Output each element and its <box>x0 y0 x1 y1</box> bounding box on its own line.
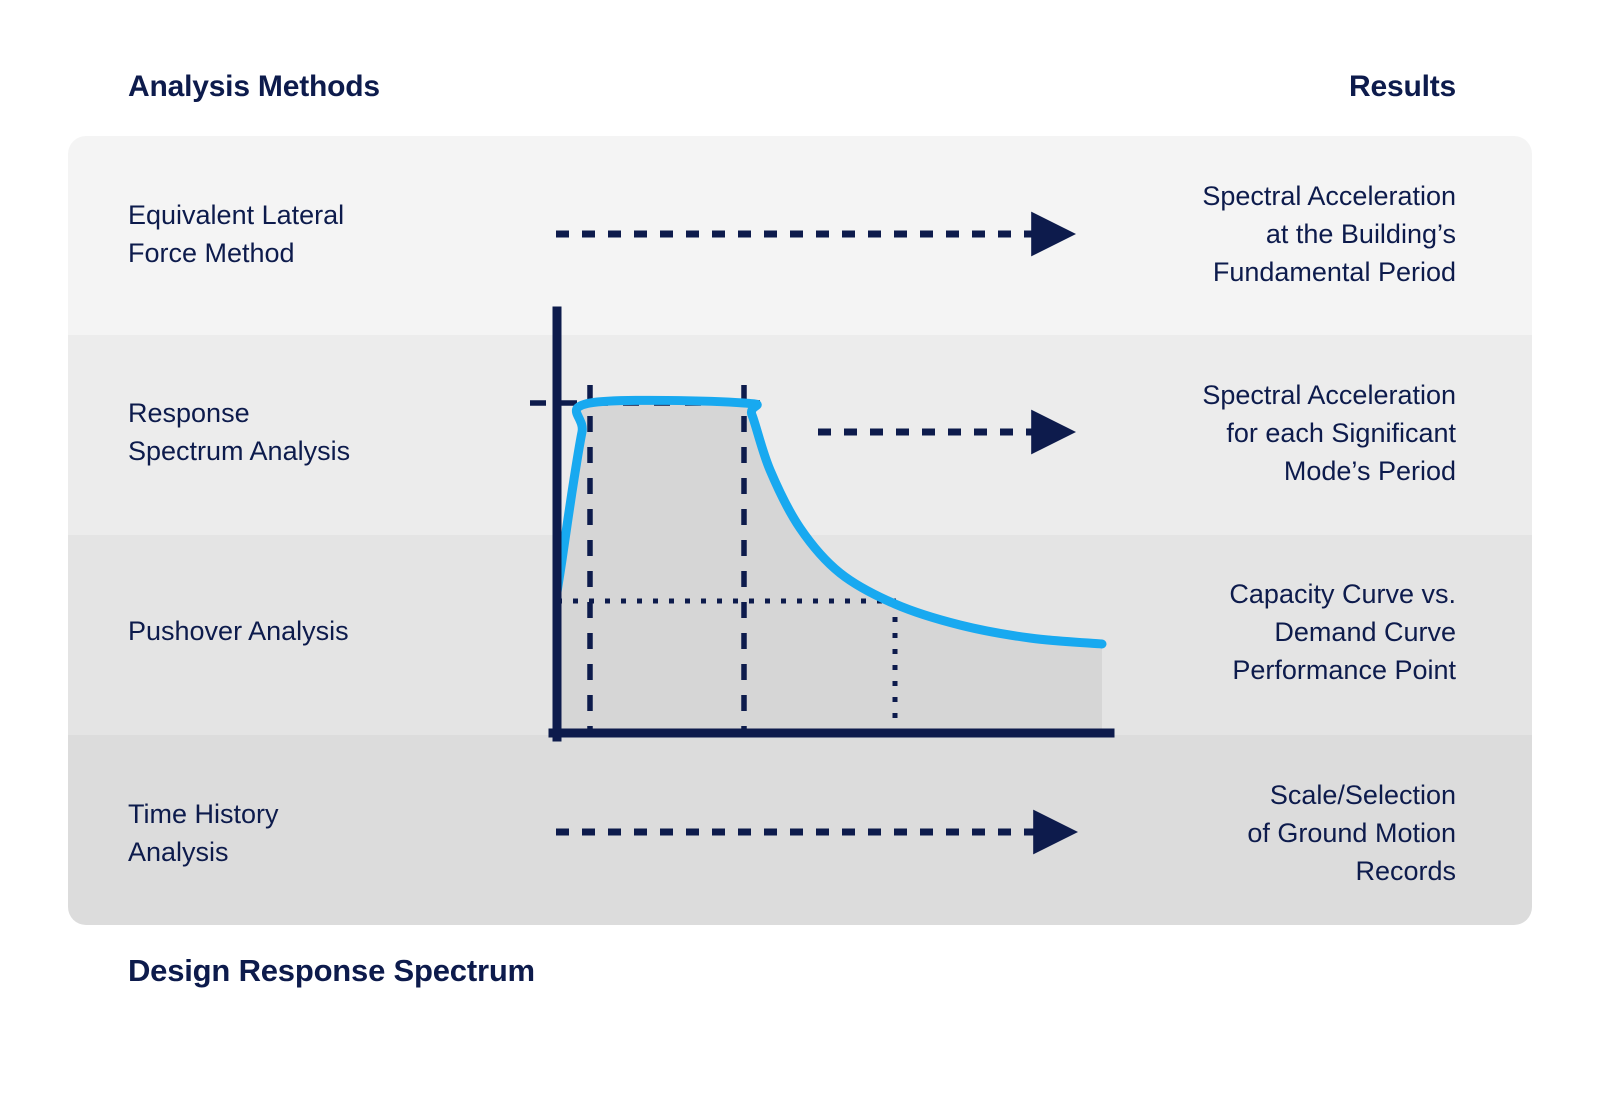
method-label-pushover: Pushover Analysis <box>128 616 349 646</box>
method-label-response-spectrum: Response Spectrum Analysis <box>128 398 351 466</box>
method-label-time-history: Time History Analysis <box>128 799 279 867</box>
result-label-response-spectrum: Spectral Acceleration for each Significa… <box>1202 380 1456 486</box>
column-header-analysis-methods: Analysis Methods <box>128 70 380 103</box>
column-header-results: Results <box>1349 70 1456 103</box>
result-label-time-history: Scale/Selection of Ground Motion Records <box>1247 780 1456 886</box>
rows-panel: Equivalent Lateral Force Method Spectral… <box>68 136 1532 925</box>
result-label-equivalent-lateral-force: Spectral Acceleration at the Building’s … <box>1202 181 1456 287</box>
chart-caption: Design Response Spectrum <box>128 953 535 988</box>
result-label-pushover: Capacity Curve vs. Demand Curve Performa… <box>1229 579 1456 685</box>
method-label-equivalent-lateral-force: Equivalent Lateral Force Method <box>128 200 345 268</box>
